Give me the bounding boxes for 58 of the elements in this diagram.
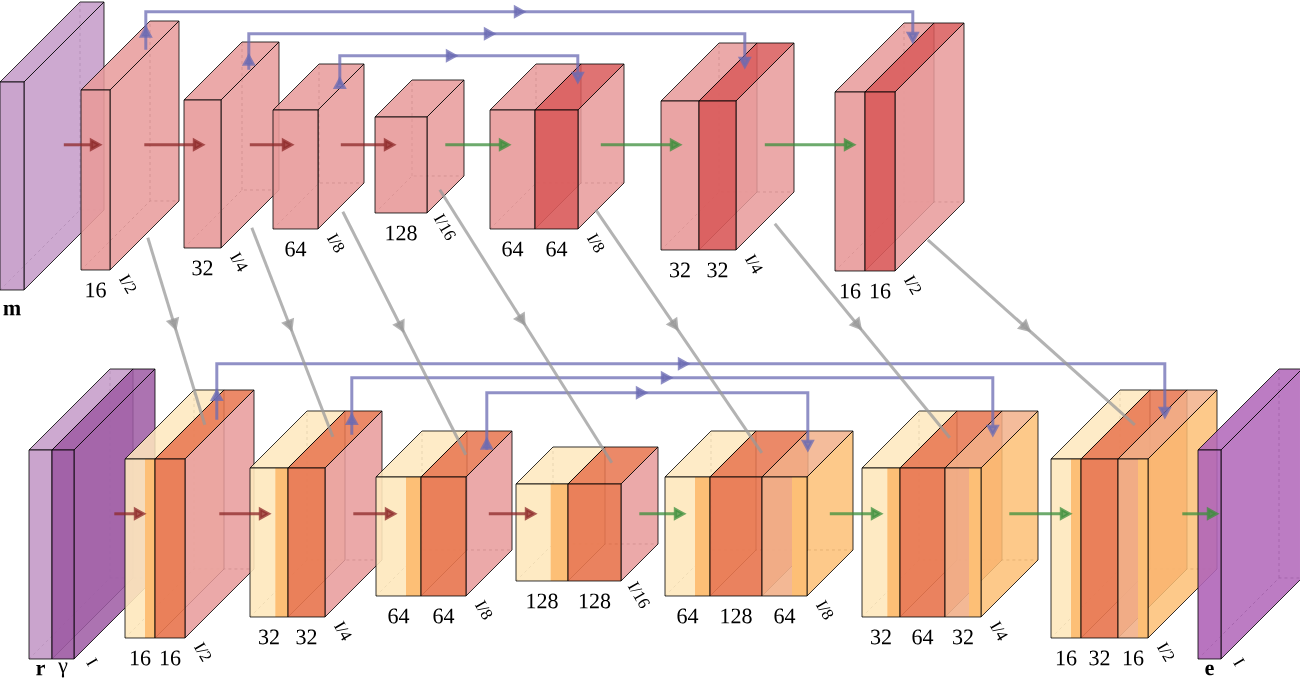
size-label: I/16 <box>433 212 456 241</box>
connection-arrow <box>341 211 468 456</box>
channel-label: 16 <box>130 650 151 666</box>
channel-label: 128 <box>721 608 752 624</box>
skip-arrow <box>209 356 1172 420</box>
connection-arrow <box>773 222 951 439</box>
size-label: I/8 <box>326 232 345 253</box>
connection-arrow <box>438 189 614 464</box>
channel-label: 16 <box>1056 650 1077 666</box>
channel-label: 32 <box>707 262 728 278</box>
channel-label: 16 <box>86 282 106 298</box>
channel-label: 32 <box>296 629 317 645</box>
size-label: I/4 <box>333 620 352 641</box>
channel-label: 32 <box>871 629 891 645</box>
channel-label: 32 <box>670 262 690 278</box>
channel-label: 128 <box>579 593 611 609</box>
skip-arrow <box>241 26 752 70</box>
size-label: I/4 <box>989 620 1008 641</box>
input-label: γ <box>58 662 68 678</box>
size-label: I/16 <box>627 580 650 609</box>
channel-label: 64 <box>285 241 307 257</box>
channel-label: 64 <box>912 629 934 645</box>
channel-label: 128 <box>527 593 558 609</box>
size-label: I/2 <box>193 641 211 663</box>
connection-arrow <box>146 237 207 426</box>
channel-label: 64 <box>546 241 568 257</box>
channel-label: 32 <box>953 629 973 645</box>
channel-label: 16 <box>1123 650 1144 666</box>
size-label: I/4 <box>229 251 248 272</box>
size-label: I/2 <box>118 273 136 295</box>
channel-label: 16 <box>870 283 891 299</box>
channel-label: 64 <box>433 608 455 624</box>
channel-label: 32 <box>1089 650 1110 666</box>
size-label: I/2 <box>1156 641 1174 663</box>
channel-label: 128 <box>386 225 417 241</box>
size-label: I/4 <box>744 253 763 274</box>
channel-label: 32 <box>259 629 279 645</box>
channel-label: 64 <box>502 241 524 257</box>
size-label: I/8 <box>474 599 493 620</box>
connection-arrow <box>594 208 764 454</box>
input-label: m <box>3 304 21 316</box>
size-label: I <box>1233 657 1245 667</box>
input-label: e <box>1205 664 1214 676</box>
skip-arrow <box>332 48 585 89</box>
channel-label: 16 <box>160 650 181 666</box>
channel-label: 64 <box>388 608 410 624</box>
skip-arrow <box>138 4 920 50</box>
size-label: I <box>86 657 98 667</box>
connection-arrow <box>250 227 335 438</box>
size-label: I/8 <box>815 599 834 620</box>
channel-label: 32 <box>192 260 213 276</box>
channel-label: 64 <box>774 608 796 624</box>
size-label: I/2 <box>903 274 921 296</box>
channel-label: 16 <box>840 283 861 299</box>
size-label: I/8 <box>586 232 605 253</box>
input-label: r <box>36 664 45 676</box>
connection-arrow <box>926 238 1136 426</box>
channel-label: 64 <box>677 608 699 624</box>
